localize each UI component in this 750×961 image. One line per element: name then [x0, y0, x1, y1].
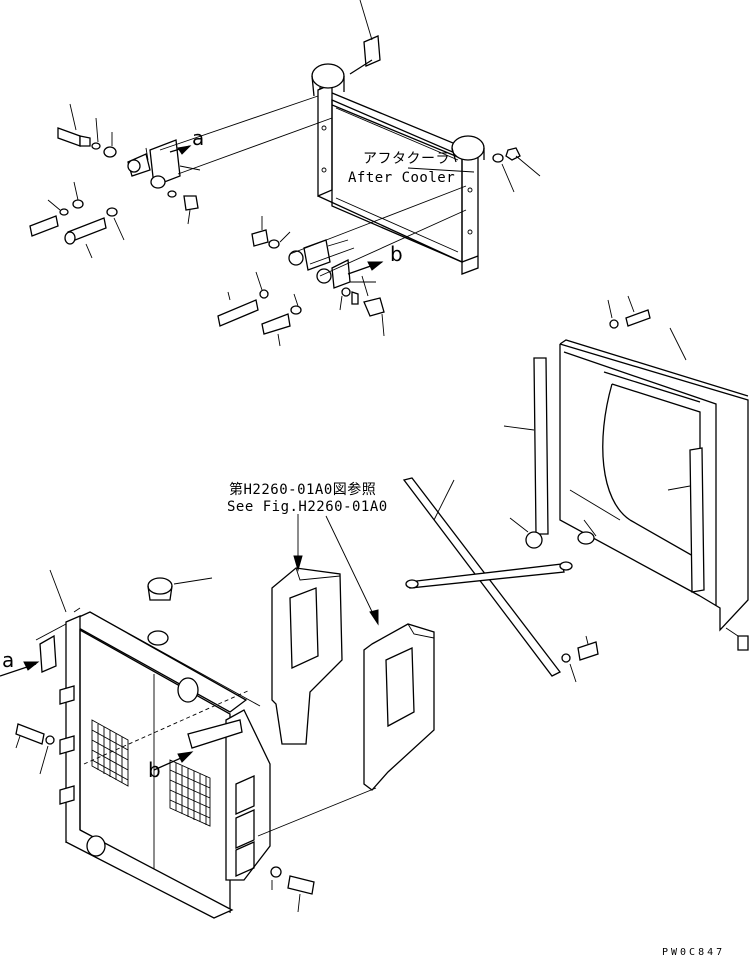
aftercooler	[311, 0, 485, 275]
aftercooler-nut-group	[492, 147, 541, 193]
stays	[402, 477, 599, 683]
view-marker-b-top: b	[390, 242, 403, 266]
view-marker-a-top: a	[192, 126, 205, 150]
view-marker-a-bottom: a	[2, 648, 15, 672]
fan-shroud	[503, 295, 749, 651]
side-panels	[271, 514, 435, 791]
aftercooler-label-jp: アフタクーラ	[363, 151, 450, 167]
radiator	[0, 569, 377, 919]
reference-label-jp: 第H2260-01A0図参照	[229, 482, 377, 498]
reference-label-en: See Fig.H2260-01A0	[227, 499, 388, 515]
bracket-group-b	[217, 185, 467, 347]
bracket-group-a	[29, 95, 333, 259]
figure-code: PW0C847	[662, 947, 726, 958]
aftercooler-label-en: After Cooler	[348, 170, 456, 186]
view-marker-b-bottom: b	[148, 758, 161, 782]
